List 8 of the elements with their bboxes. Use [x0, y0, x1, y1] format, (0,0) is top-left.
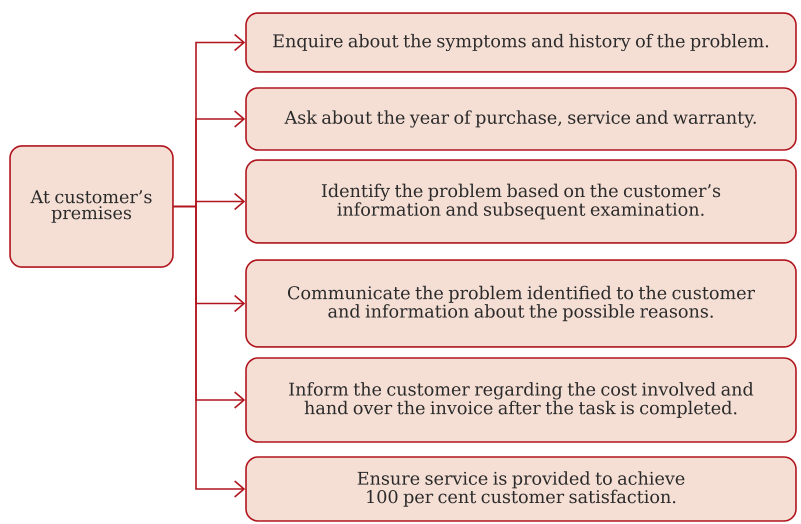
step-box: Identify the problem based on the customer’s information and subsequent examination. — [245, 159, 797, 244]
arrow — [174, 206, 246, 498]
step-box: Ask about the year of purchase, service and warranty. — [245, 87, 797, 151]
step-box: Inform the customer regarding the cost involved and hand over the invoice after the task is completed. — [245, 357, 797, 443]
topic-box: At customer’s premises — [9, 145, 174, 268]
step-box: Enquire about the symptoms and history of the problem. — [245, 12, 797, 73]
step-box: Ensure service is provided to achieve 100 per cent customer satisfaction. — [245, 456, 797, 522]
step-box: Communicate the problem identified to the customer and information about the possible reasons. — [245, 259, 797, 348]
